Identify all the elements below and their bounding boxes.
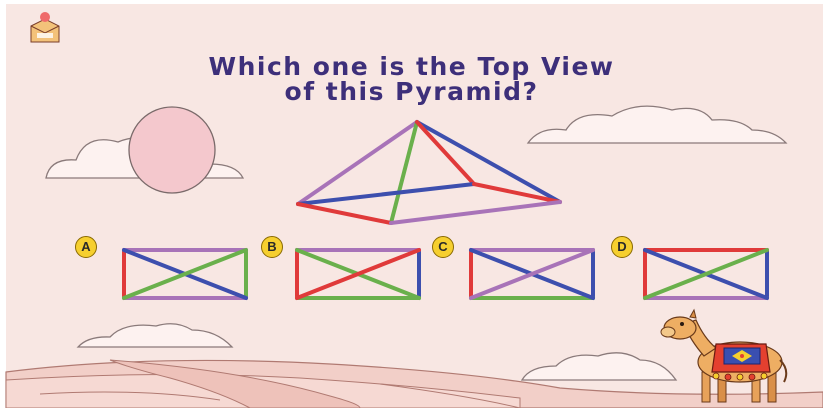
option-b-figure[interactable] [295,248,421,300]
camel-icon [660,308,788,403]
box-logo-icon [30,12,60,43]
option-d-badge[interactable]: D [611,236,633,258]
cloud-left-bottom [76,323,234,348]
option-d-figure[interactable] [643,248,769,300]
option-a-badge[interactable]: A [75,236,97,258]
sun-circle [128,106,216,194]
option-b-badge[interactable]: B [261,236,283,258]
option-a-figure[interactable] [122,248,248,300]
question-line-2: of this Pyramid? [284,77,539,106]
cloud-right-bottom [520,352,678,381]
question-line-1: Which one is the Top View [208,52,615,81]
option-c-badge[interactable]: C [432,236,454,258]
option-c-figure[interactable] [469,248,595,300]
pyramid-figure [296,120,562,225]
cloud-right-top [526,105,788,144]
